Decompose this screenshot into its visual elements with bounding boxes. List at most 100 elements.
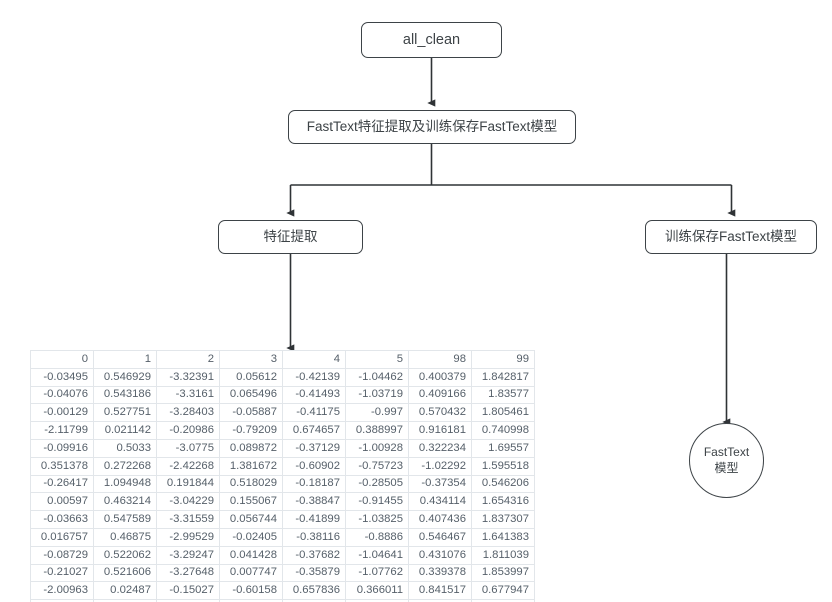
table-cell: 0.322234 <box>408 438 472 458</box>
table-cell: -0.42139 <box>282 367 346 387</box>
table-cell: -0.21027 <box>30 563 94 583</box>
table-cell: 0.5033 <box>93 438 157 458</box>
table-cell: 0.916181 <box>408 421 472 440</box>
table-cell: -0.15027 <box>156 581 220 601</box>
node-train-save-model[interactable]: 训练保存FastText模型 <box>645 220 817 254</box>
table-cell: 1.094948 <box>93 474 157 494</box>
table-cell: -0.20986 <box>156 421 220 440</box>
table-cell: 1.837307 <box>471 510 535 529</box>
table-cell: 0.00597 <box>30 492 94 512</box>
table-cell: -3.29247 <box>156 545 220 565</box>
node-fasttext-pipeline[interactable]: FastText特征提取及训练保存FastText模型 <box>288 110 576 144</box>
table-cell: -0.41899 <box>282 510 346 529</box>
node-feature-extraction[interactable]: 特征提取 <box>218 220 363 254</box>
table-cell: -3.0775 <box>156 438 220 458</box>
table-cell: 0.841517 <box>408 581 472 601</box>
table-cell: -3.3161 <box>156 385 220 405</box>
table-cell: 0.016757 <box>30 527 94 547</box>
table-cell: -0.997 <box>345 403 409 423</box>
table-cell: 1.83577 <box>471 385 535 405</box>
table-cell: -1.03719 <box>345 385 409 405</box>
table-cell: 0.434114 <box>408 492 472 512</box>
table-cell: -0.79209 <box>219 421 283 440</box>
table-column-header: 1 <box>93 350 157 369</box>
table-cell: 0.366011 <box>345 581 409 601</box>
table-cell: -0.37129 <box>282 438 346 458</box>
table-cell: 0.463214 <box>93 492 157 512</box>
table-cell: -3.04229 <box>156 492 220 512</box>
table-cell: -0.05887 <box>219 403 283 423</box>
table-cell: 1.839529 <box>471 599 535 602</box>
table-cell: 0.05612 <box>219 367 283 387</box>
table-cell: -1.04641 <box>345 545 409 565</box>
table-cell: -0.00129 <box>30 403 94 423</box>
table-column-header: 99 <box>471 350 535 369</box>
node-fasttext-model-terminal[interactable]: FastText 模型 <box>689 423 764 498</box>
node-fasttext-pipeline-label: FastText特征提取及训练保存FastText模型 <box>306 119 558 135</box>
node-fasttext-model-line2: 模型 <box>714 460 739 475</box>
node-feature-extraction-label: 特征提取 <box>263 229 318 245</box>
table-cell: -1.02292 <box>408 456 472 476</box>
table-column-header: 98 <box>408 350 472 369</box>
table-cell: -1.04462 <box>345 367 409 387</box>
table-cell: -0.03495 <box>30 367 94 387</box>
table-cell: 0.547589 <box>93 510 157 529</box>
table-column-header: 0 <box>30 350 94 369</box>
node-train-save-model-label: 训练保存FastText模型 <box>664 229 797 245</box>
table-cell: 0.431076 <box>408 545 472 565</box>
node-fasttext-model-line1: FastText <box>703 444 750 459</box>
table-cell: -0.02405 <box>219 527 283 547</box>
table-cell: 0.021142 <box>93 421 157 440</box>
table-cell: -0.60158 <box>219 581 283 601</box>
table-cell: -0.75723 <box>345 456 409 476</box>
table-cell: 0.065496 <box>219 385 283 405</box>
table-cell: -0.41493 <box>282 385 346 405</box>
table-column-header: 5 <box>345 350 409 369</box>
table-cell: 0.400379 <box>408 367 472 387</box>
table-cell: 0.546467 <box>408 527 472 547</box>
table-cell: -1.00928 <box>345 438 409 458</box>
table-cell: 0.155067 <box>219 492 283 512</box>
table-cell: -2.11799 <box>30 421 94 440</box>
table-cell: 1.842817 <box>471 367 535 387</box>
table-cell: -0.8886 <box>345 527 409 547</box>
table-cell: 0.339378 <box>408 563 472 583</box>
table-cell: 0.02487 <box>93 581 157 601</box>
table-cell: -0.37682 <box>282 545 346 565</box>
table-cell: 0.191844 <box>156 474 220 494</box>
table-cell: 0.388997 <box>345 421 409 440</box>
table-cell: 0.518029 <box>219 474 283 494</box>
table-cell: -0.60902 <box>282 456 346 476</box>
table-cell: 0.46875 <box>93 527 157 547</box>
table-cell: -0.28505 <box>345 474 409 494</box>
table-cell: 0.007747 <box>219 563 283 583</box>
table-cell: 0.674657 <box>282 421 346 440</box>
node-all-clean[interactable]: all_clean <box>361 22 502 58</box>
table-cell: -2.42268 <box>156 456 220 476</box>
table-cell: 0.272268 <box>93 456 157 476</box>
table-cell: 0.677947 <box>471 581 535 601</box>
table-cell: 1.69557 <box>471 438 535 458</box>
table-cell: 0.056744 <box>219 510 283 529</box>
table-cell: -0.37354 <box>408 474 472 494</box>
table-cell: 0.521606 <box>93 563 157 583</box>
table-cell: 1.641383 <box>471 527 535 547</box>
table-cell: -0.38116 <box>282 527 346 547</box>
table-cell: -0.08729 <box>30 545 94 565</box>
table-cell: 0.543186 <box>93 385 157 405</box>
table-cell: 1.381672 <box>219 456 283 476</box>
table-cell: 0.546206 <box>471 474 535 494</box>
table-cell: -0.09916 <box>30 438 94 458</box>
table-cell: -0.35879 <box>282 563 346 583</box>
